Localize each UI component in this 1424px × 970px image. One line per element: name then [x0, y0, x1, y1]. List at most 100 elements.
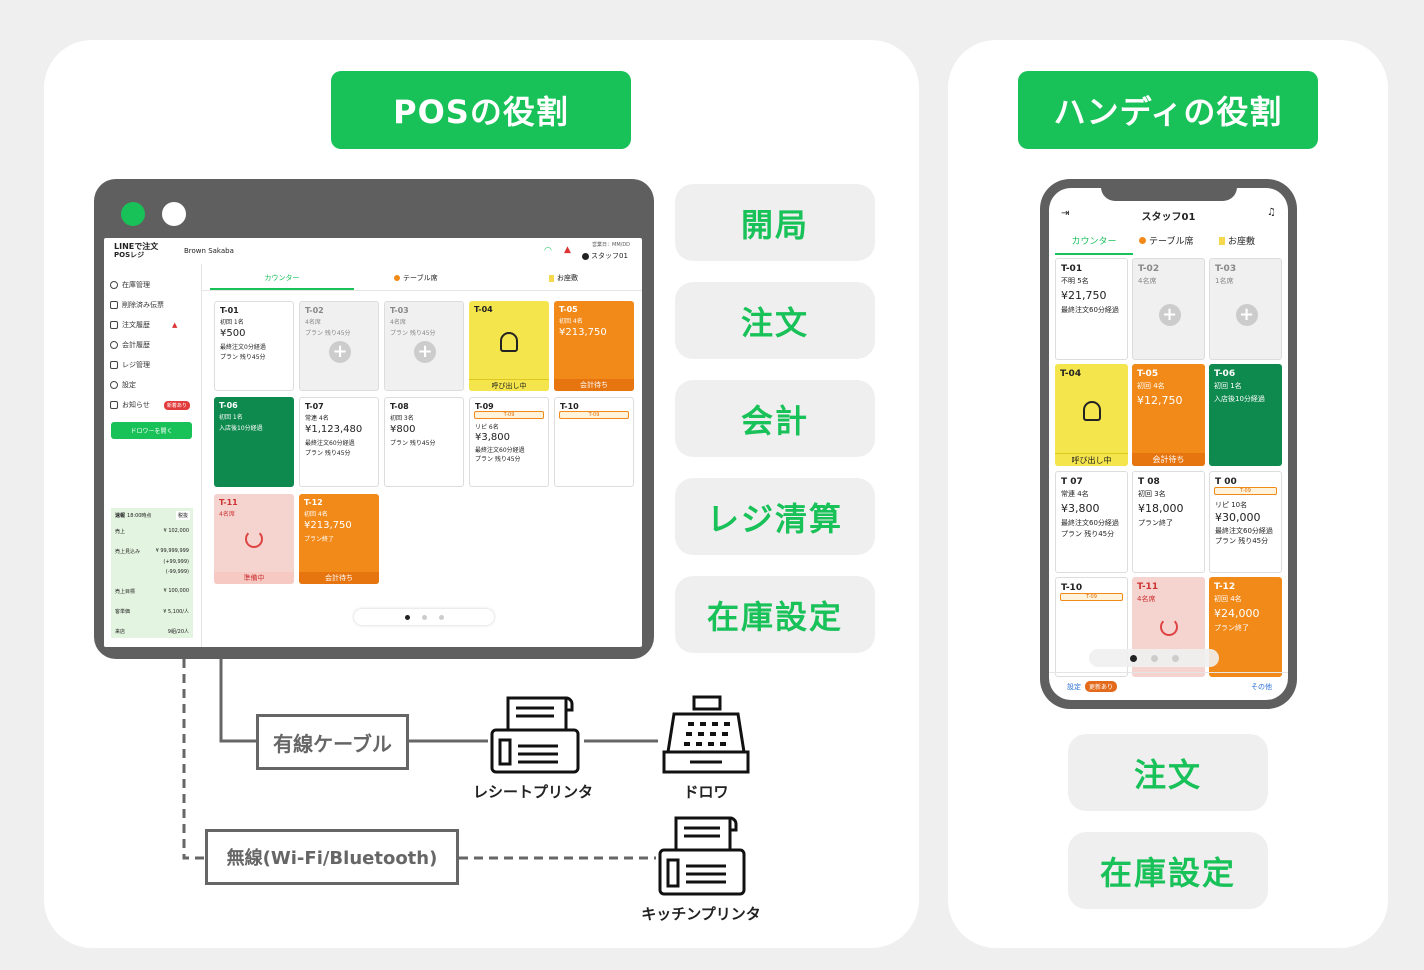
sidebar-label: 注文履歴: [122, 321, 150, 329]
page-dot[interactable]: [1150, 654, 1158, 662]
tab-zashiki[interactable]: お座敷: [549, 273, 578, 283]
sidebar-label: お知らせ: [122, 401, 150, 409]
bell-icon[interactable]: ♫: [1267, 207, 1276, 218]
handy-tab-zashiki[interactable]: お座敷: [1219, 234, 1255, 247]
sidebar-label: 会計履歴: [122, 341, 150, 349]
handy-tab-table[interactable]: テーブル席: [1139, 234, 1193, 247]
tab-table[interactable]: テーブル席: [394, 273, 438, 283]
sidebar-item-register[interactable]: レジ管理: [110, 360, 150, 370]
tile-big: ¥213,750: [559, 327, 607, 338]
pos-feature-order: 注文: [675, 282, 875, 359]
tile-id: T-01: [1061, 264, 1083, 274]
sidebar-item-deleted-slips[interactable]: 削除済み伝票: [110, 300, 164, 310]
sidebar-label: 削除済み伝票: [122, 301, 164, 309]
tile-l1: 初回 1名: [1214, 382, 1242, 390]
tile-status: 準備中: [214, 572, 294, 584]
handy-pagination: [1089, 649, 1219, 667]
pos-feature-settlement: レジ清算: [675, 478, 875, 555]
tile-big: ¥213,750: [304, 520, 352, 531]
tile-l3: プラン 残り45分: [475, 456, 521, 463]
page-dot[interactable]: [1171, 654, 1179, 662]
tile-l1: 初回 4名: [1137, 382, 1165, 390]
wireless-label: 無線(Wi-Fi/Bluetooth): [205, 829, 459, 885]
tile-id: T-12: [1214, 582, 1236, 592]
tile-l2: 入店後10分経過: [219, 425, 263, 432]
handy-feature-order: 注文: [1068, 734, 1268, 811]
page-dot[interactable]: [421, 614, 427, 620]
pos-terminal: LINEで注文 POSレジ Brown Sakaba ◠ ▲ 営業日：MM/DD…: [94, 179, 654, 659]
pos-screen: LINEで注文 POSレジ Brown Sakaba ◠ ▲ 営業日：MM/DD…: [104, 238, 642, 647]
tab-counter[interactable]: カウンター: [210, 273, 354, 290]
sidebar-item-news[interactable]: お知らせ 新着あり: [110, 400, 190, 410]
pos-role-title: POSの役割: [331, 71, 631, 149]
tab-table-label: テーブル席: [403, 274, 438, 282]
logout-icon[interactable]: ⇥: [1061, 208, 1070, 219]
bell-icon: [500, 332, 518, 352]
handy-role-title: ハンディの役割: [1018, 71, 1318, 149]
footer-more[interactable]: その他: [1251, 683, 1272, 691]
sidebar-item-settings[interactable]: 設定: [110, 380, 136, 390]
tile-l2: プラン 残り45分: [390, 440, 436, 447]
staff-label: スタッフ01: [591, 252, 628, 260]
sidebar-item-payment-history[interactable]: 会計履歴: [110, 340, 150, 350]
tile-id: T-06: [1214, 369, 1236, 379]
tile-id: T-10: [1061, 583, 1083, 593]
page-dot-active[interactable]: [1129, 654, 1137, 662]
tile-l3: プラン 残り45分: [1215, 537, 1269, 545]
sidebar-item-inventory[interactable]: 在庫管理: [110, 280, 150, 290]
tile-l2: プラン終了: [1138, 519, 1173, 527]
tile-status: 会計待ち: [299, 572, 379, 584]
sidebar-label: レジ管理: [122, 361, 150, 369]
tile-tag: T-09: [1060, 593, 1123, 601]
sidebar-item-order-history[interactable]: 注文履歴▲: [110, 320, 177, 330]
zashiki-icon: [549, 274, 554, 282]
zashiki-icon: [1219, 236, 1225, 245]
tile-l1: 4名席: [1137, 595, 1156, 603]
add-order-icon: +: [414, 341, 436, 363]
page-dot[interactable]: [438, 614, 444, 620]
pagination: [354, 609, 494, 625]
news-badge: 新着あり: [163, 400, 190, 410]
tile-id: T-07: [305, 402, 324, 411]
page-dot-active[interactable]: [404, 614, 410, 620]
inventory-icon: [110, 281, 118, 289]
summary-label: 売上見込み: [115, 549, 141, 555]
tile-status: 呼び出し中: [1055, 453, 1128, 466]
tile-l1: 4名席: [219, 511, 235, 518]
handy-tab-zashiki-label: お座敷: [1228, 237, 1256, 247]
tile-id: T-10: [560, 402, 579, 411]
tile-l1: 初回 3名: [1138, 490, 1166, 498]
open-drawer-button[interactable]: ドロワーを開く: [111, 422, 192, 439]
handy-tab-counter[interactable]: カウンター: [1055, 234, 1133, 255]
tile-id: T-06: [219, 401, 238, 410]
tile-l1: 4名席: [390, 319, 406, 326]
staff-name: スタッフ01: [582, 251, 628, 261]
pos-feature-inventory: 在庫設定: [675, 576, 875, 653]
summary-row: 売上目標¥ 100,000: [115, 588, 189, 595]
footer-settings[interactable]: 設定: [1067, 683, 1081, 691]
